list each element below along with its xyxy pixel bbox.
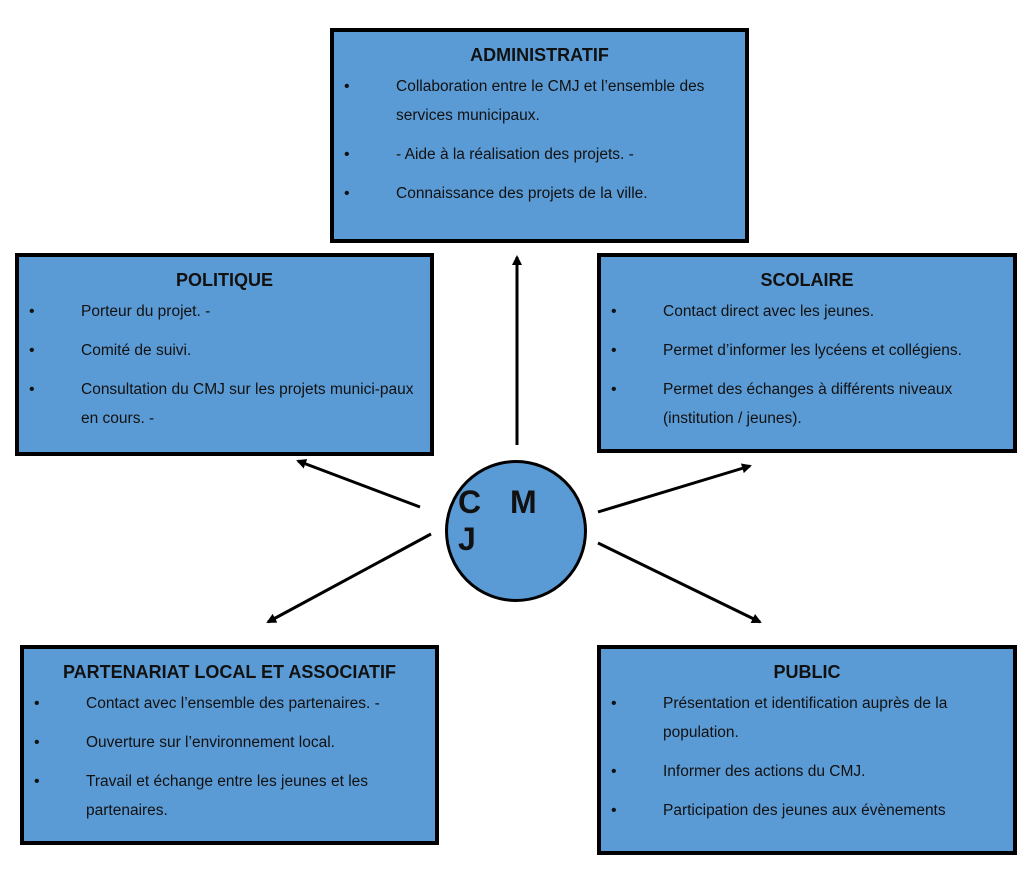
bullet-icon: • [611,381,617,398]
list-item: •Contact direct avec les jeunes. [611,297,1005,326]
box-administratif: ADMINISTRATIF •Collaboration entre le CM… [330,28,749,243]
bullet-icon: • [611,802,617,819]
box-public-list: •Présentation et identification auprès d… [601,689,1013,825]
bullet-icon: • [611,303,617,320]
box-politique: POLITIQUE •Porteur du projet. - •Comité … [15,253,434,456]
list-item: •Travail et échange entre les jeunes et … [34,767,421,825]
bullet-icon: • [344,185,350,202]
list-item: •Porteur du projet. - [29,297,416,326]
arrow-to-partenariat [266,532,432,624]
box-scolaire-title: SCOLAIRE [760,270,854,290]
bullet-icon: • [34,695,40,712]
list-item: •- Aide à la réalisation des projets. - [344,140,729,169]
arrow-to-scolaire [597,463,752,514]
bullet-icon: • [34,734,40,751]
bullet-icon: • [29,342,35,359]
arrow-to-public [597,541,762,624]
bullet-icon: • [29,303,35,320]
list-item: •Collaboration entre le CMJ et l’ensembl… [344,72,729,130]
list-item: •Consultation du CMJ sur les projets mun… [29,375,416,433]
box-public: PUBLIC •Présentation et identification a… [597,645,1017,855]
cmj-circle: C M J [445,460,587,602]
list-item: •Connaissance des projets de la ville. [344,179,729,208]
list-item: •Présentation et identification auprès d… [611,689,999,747]
list-item: •Participation des jeunes aux évènements [611,796,999,825]
box-politique-title: POLITIQUE [175,270,273,290]
bullet-icon: • [344,146,350,163]
bullet-icon: • [611,695,617,712]
box-partenariat: PARTENARIAT LOCAL ET ASSOCIATIF •Contact… [20,645,439,845]
list-item: •Comité de suivi. [29,336,416,365]
list-item: •Permet des échanges à différents niveau… [611,375,1005,433]
bullet-icon: • [29,381,35,398]
list-item: •Ouverture sur l’environnement local. [34,728,421,757]
list-item: •Permet d’informer les lycéens et collég… [611,336,1005,365]
bullet-icon: • [611,763,617,780]
box-politique-list: •Porteur du projet. - •Comité de suivi. … [19,297,430,433]
cmj-label: C M J [458,484,547,557]
box-scolaire: SCOLAIRE •Contact direct avec les jeunes… [597,253,1017,453]
box-public-title: PUBLIC [773,662,841,682]
box-administratif-title: ADMINISTRATIF [470,45,609,65]
bullet-icon: • [344,78,350,95]
list-item: •Contact avec l’ensemble des partenaires… [34,689,421,718]
bullet-icon: • [34,773,40,790]
arrow-to-politique [296,459,421,509]
list-item: •Informer des actions du CMJ. [611,757,999,786]
box-partenariat-title: PARTENARIAT LOCAL ET ASSOCIATIF [63,662,396,682]
bullet-icon: • [611,342,617,359]
box-partenariat-list: •Contact avec l’ensemble des partenaires… [24,689,435,825]
box-administratif-list: •Collaboration entre le CMJ et l’ensembl… [334,72,745,208]
box-scolaire-list: •Contact direct avec les jeunes. •Permet… [601,297,1013,433]
